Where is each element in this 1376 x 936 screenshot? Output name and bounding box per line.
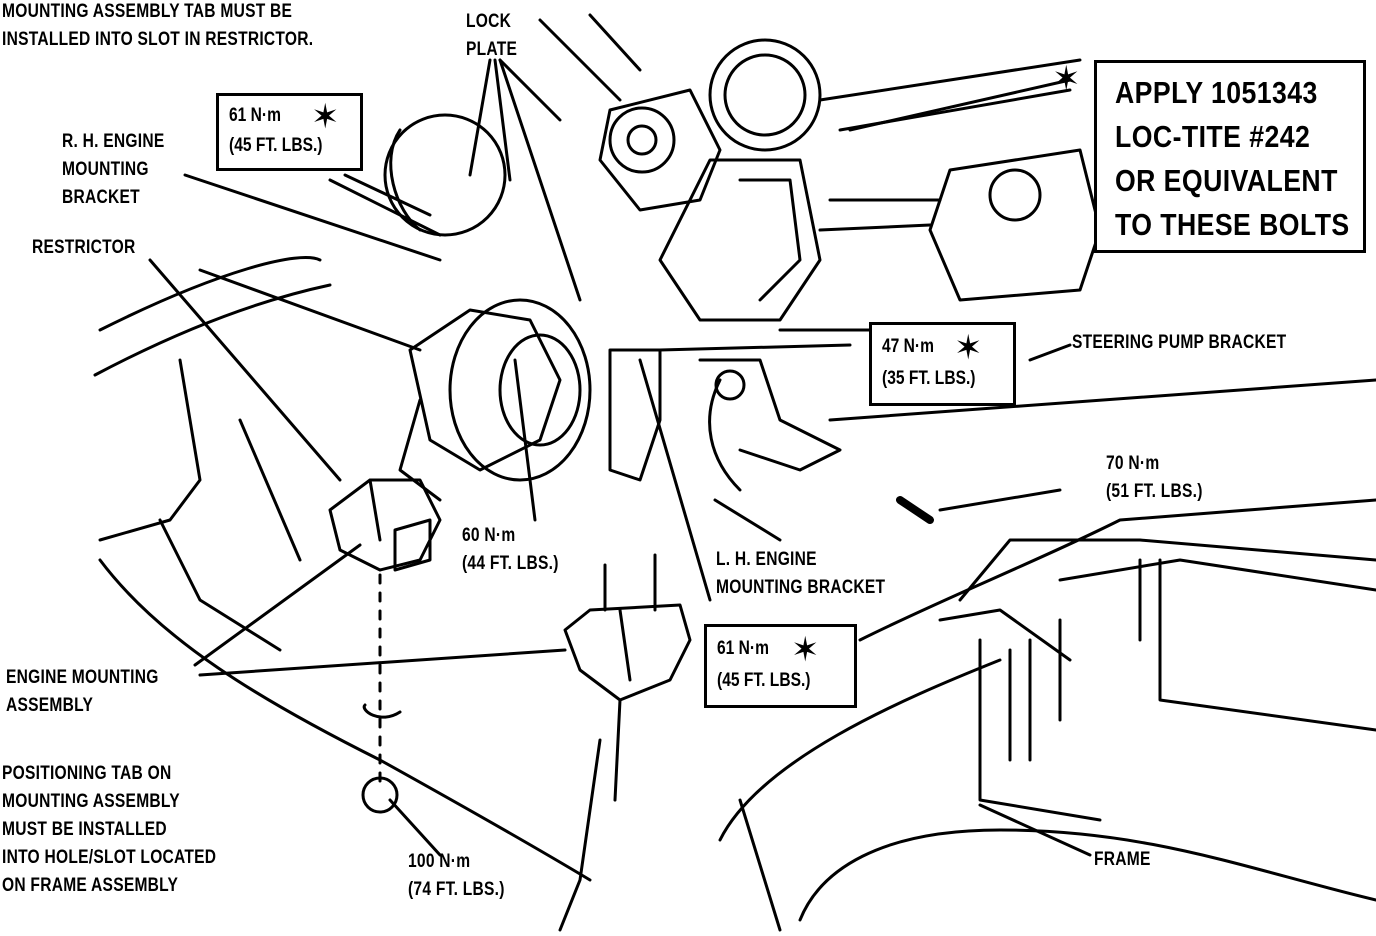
asterisk-icon: ✶ — [954, 328, 983, 368]
asterisk-icon: ✶ — [1052, 59, 1081, 99]
apply-line-2: LOC-TITE #242 — [1115, 119, 1311, 154]
engine-mount-label-1: ENGINE MOUNTING — [6, 667, 159, 688]
torque-box-47: 47 N·m ✶ (35 FT. LBS.) — [869, 322, 1016, 406]
torque-61-top-nm: 61 N·m — [229, 105, 281, 126]
torque-100-nm: 100 N·m — [408, 851, 471, 872]
positioning-note-5: ON FRAME ASSEMBLY — [2, 875, 179, 896]
rh-bracket-label-1: R. H. ENGINE — [62, 131, 165, 152]
torque-47-ft: (35 FT. LBS.) — [882, 368, 976, 389]
torque-box-61-top: 61 N·m ✶ (45 FT. LBS.) — [216, 93, 363, 171]
frame-label: FRAME — [1094, 849, 1151, 870]
torque-box-61-bottom: 61 N·m ✶ (45 FT. LBS.) — [704, 624, 857, 708]
torque-60-ft: (44 FT. LBS.) — [462, 553, 559, 574]
apply-line-1: APPLY 1051343 — [1115, 75, 1318, 110]
tab-note-line-1: MOUNTING ASSEMBLY TAB MUST BE — [2, 1, 293, 22]
torque-70-nm: 70 N·m — [1106, 453, 1160, 474]
torque-60-nm: 60 N·m — [462, 525, 516, 546]
lock-plate-label-2: PLATE — [466, 39, 518, 60]
lh-bracket-label-2: MOUNTING BRACKET — [716, 577, 886, 598]
apply-line-3: OR EQUIVALENT — [1115, 163, 1338, 198]
positioning-note-4: INTO HOLE/SLOT LOCATED — [2, 847, 217, 868]
lock-plate-label-1: LOCK — [466, 11, 512, 32]
torque-61-bottom-ft: (45 FT. LBS.) — [717, 670, 811, 691]
steering-pump-bracket-label: STEERING PUMP BRACKET — [1072, 332, 1287, 353]
torque-100-ft: (74 FT. LBS.) — [408, 879, 505, 900]
torque-61-top-ft: (45 FT. LBS.) — [229, 135, 323, 156]
asterisk-icon: ✶ — [311, 97, 340, 137]
rh-bracket-label-3: BRACKET — [62, 187, 140, 208]
rh-bracket-label-2: MOUNTING — [62, 159, 149, 180]
restrictor-label: RESTRICTOR — [32, 237, 136, 258]
positioning-note-1: POSITIONING TAB ON — [2, 763, 172, 784]
torque-70-ft: (51 FT. LBS.) — [1106, 481, 1203, 502]
apply-line-4: TO THESE BOLTS — [1115, 207, 1350, 242]
apply-loctite-box: APPLY 1051343 LOC-TITE #242 OR EQUIVALEN… — [1094, 60, 1366, 253]
positioning-note-2: MOUNTING ASSEMBLY — [2, 791, 180, 812]
torque-47-nm: 47 N·m — [882, 336, 934, 357]
asterisk-icon: ✶ — [791, 630, 820, 670]
torque-61-bottom-nm: 61 N·m — [717, 638, 769, 659]
positioning-note-3: MUST BE INSTALLED — [2, 819, 167, 840]
tab-note-line-2: INSTALLED INTO SLOT IN RESTRICTOR. — [2, 29, 314, 50]
lh-bracket-label-1: L. H. ENGINE — [716, 549, 817, 570]
engine-mount-label-2: ASSEMBLY — [6, 695, 94, 716]
